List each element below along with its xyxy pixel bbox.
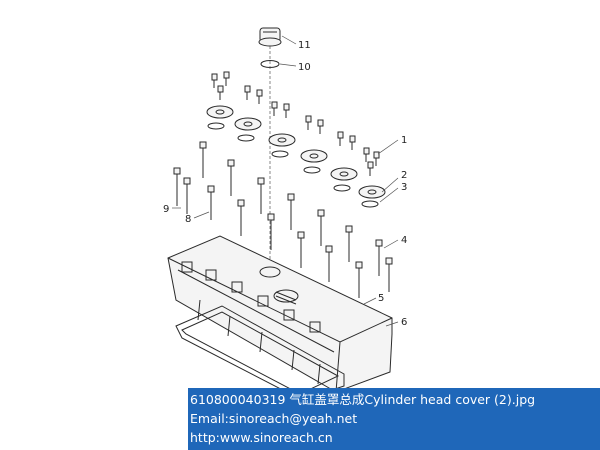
bolt-cluster-2 xyxy=(244,85,263,104)
callout-5: 5 xyxy=(378,293,384,304)
callout-3: 3 xyxy=(401,182,407,193)
caption-email: Email:sinoreach@yeah.net xyxy=(190,411,358,426)
callout-9: 9 xyxy=(163,204,169,215)
caption-url: http:www.sinoreach.cn xyxy=(190,430,333,445)
bolt-cluster-4 xyxy=(305,115,324,134)
callout-11: 11 xyxy=(298,40,311,51)
callout-8: 8 xyxy=(185,214,191,225)
callout-10: 10 xyxy=(298,62,311,73)
bolt-cluster-3 xyxy=(271,101,290,118)
caption-title: 610800040319 气缸盖罩总成Cylinder head cover (… xyxy=(190,392,536,407)
callout-4: 4 xyxy=(401,235,407,246)
bolt-cluster-5 xyxy=(337,131,356,150)
filler-cap xyxy=(258,27,282,47)
callout-2: 2 xyxy=(401,170,407,181)
bolt-cluster-right xyxy=(363,147,380,176)
cover-gasket xyxy=(175,305,345,401)
bolt-cluster-left xyxy=(211,71,230,100)
long-bolts xyxy=(173,141,393,298)
caption-panel: 610800040319 气缸盖罩总成Cylinder head cover (… xyxy=(188,388,600,450)
cylinder-head-cover xyxy=(167,235,393,393)
breather-plates xyxy=(206,105,386,208)
callout-1: 1 xyxy=(401,135,407,146)
callout-6: 6 xyxy=(401,317,407,328)
